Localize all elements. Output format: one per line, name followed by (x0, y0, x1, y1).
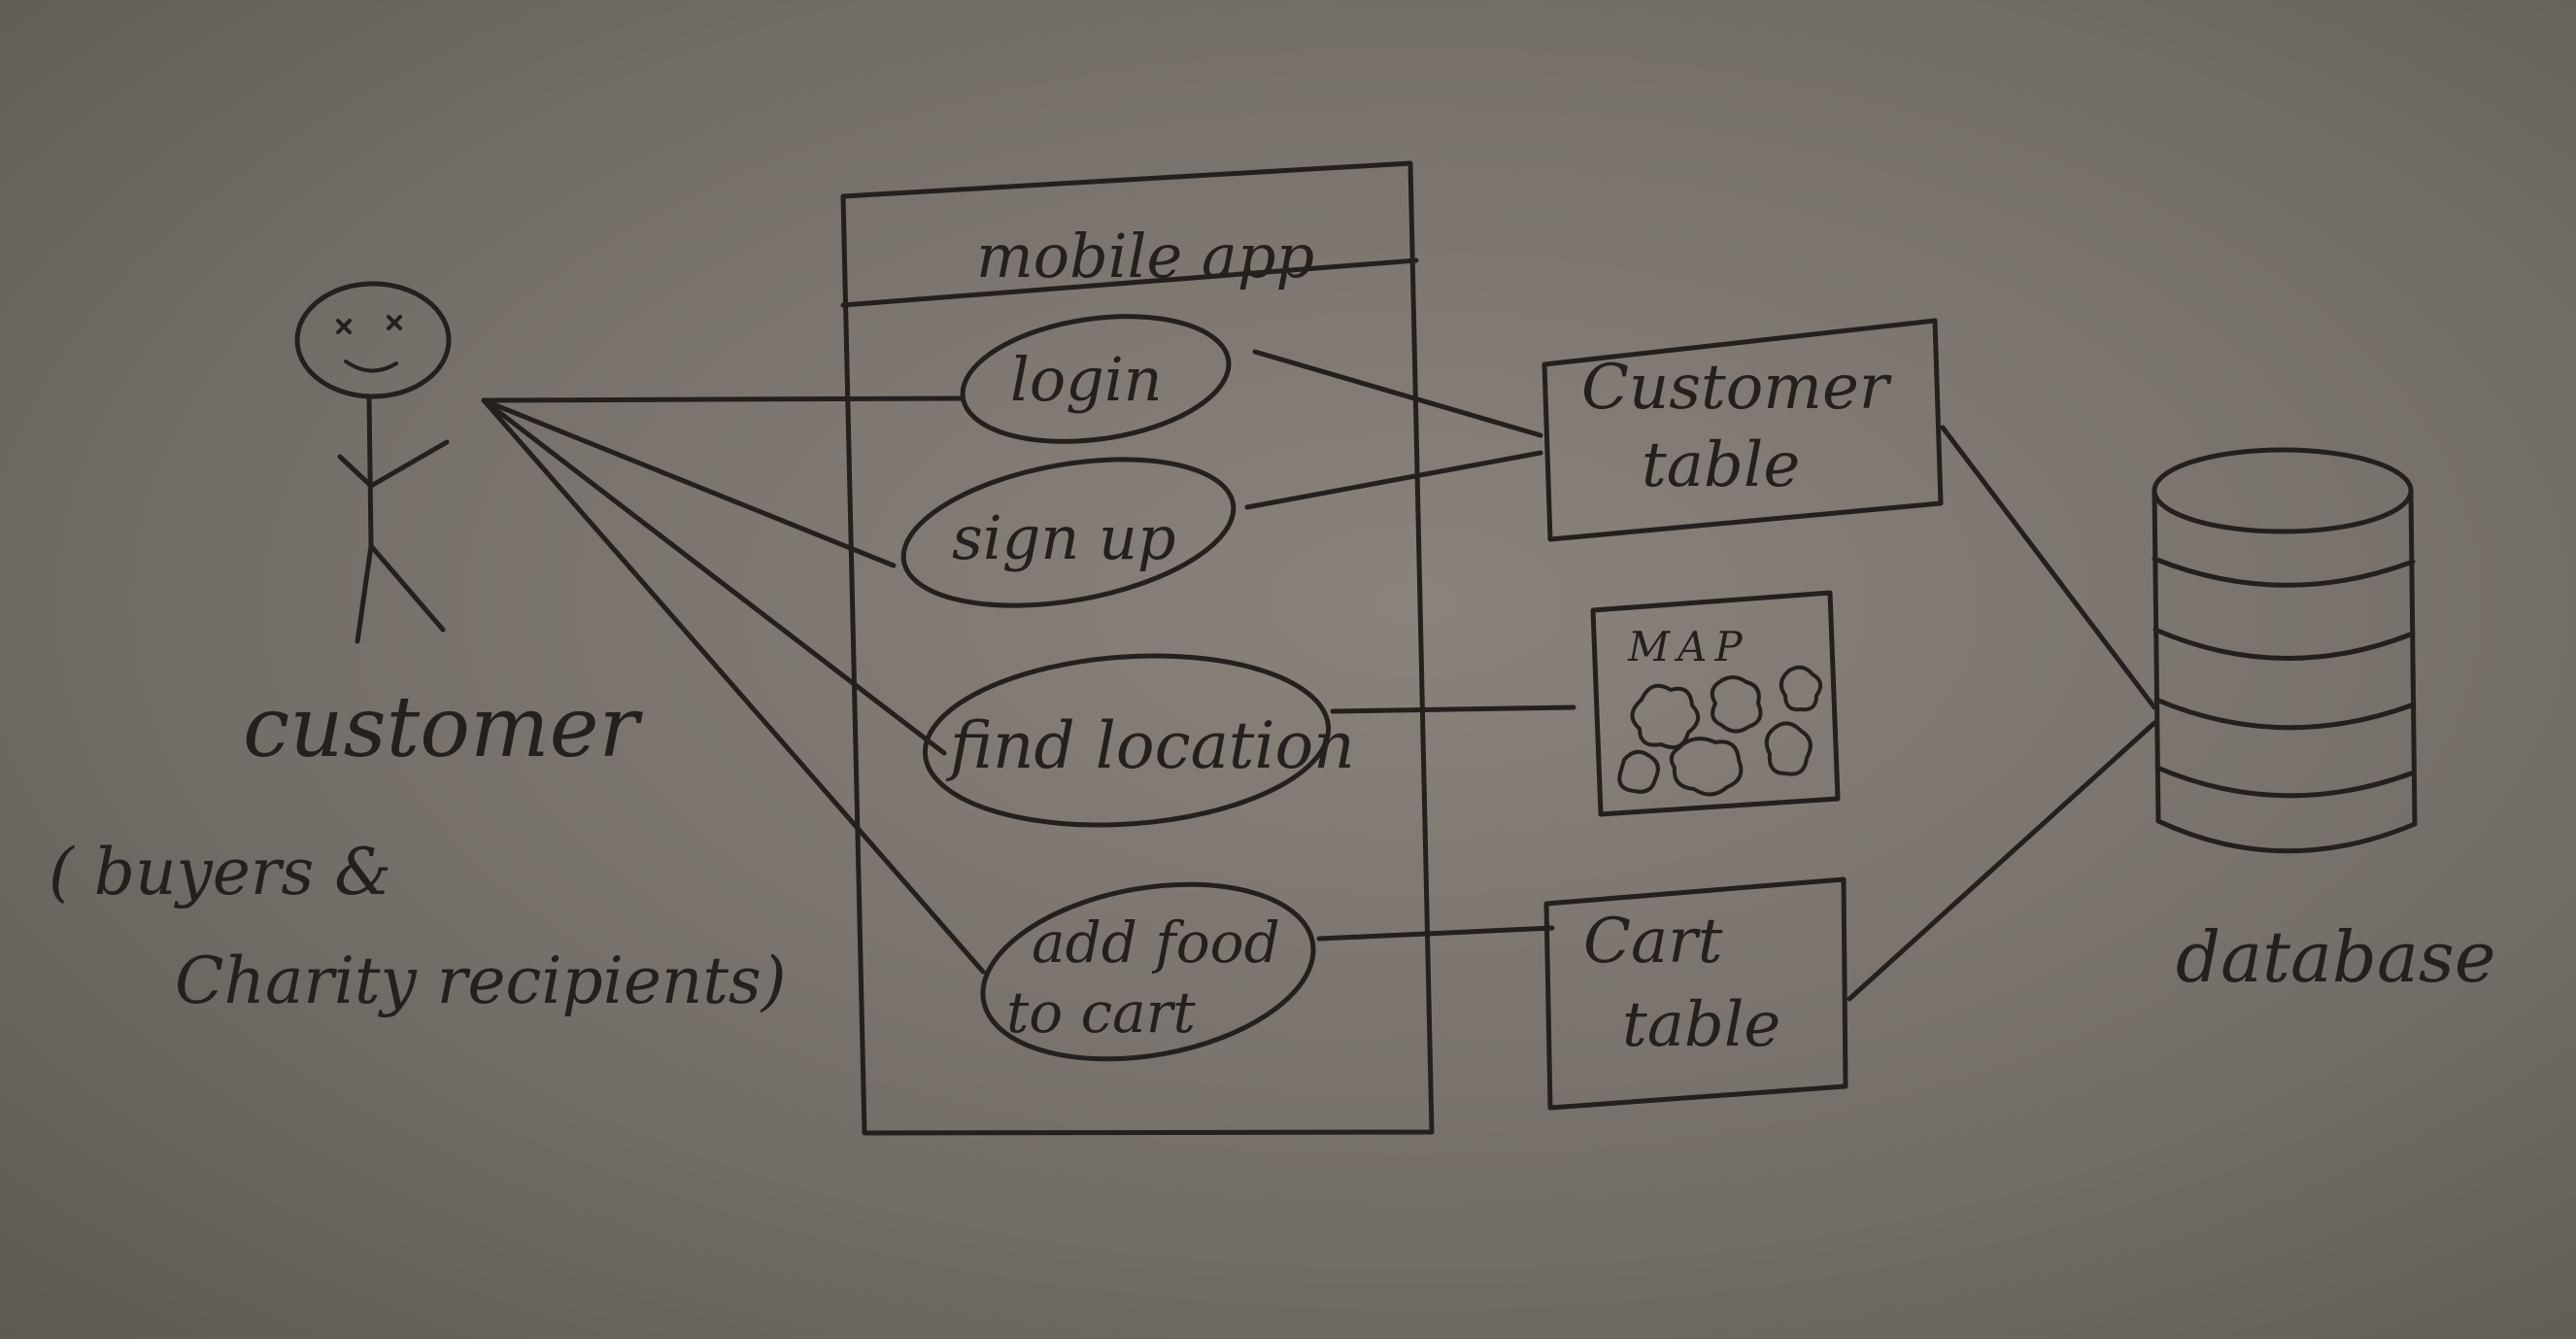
customer-table: Customer table (1542, 318, 1944, 542)
customer-actor (294, 281, 452, 644)
actor-eyes (336, 315, 402, 334)
assoc-find-location (481, 397, 947, 756)
map-box: MAP (1590, 590, 1841, 817)
assoc-login (481, 395, 965, 403)
add-food-to-cart-table (1316, 925, 1555, 942)
database-top (2152, 447, 2414, 534)
use-case-find-location: find location (922, 653, 1355, 828)
actor-name: customer (243, 679, 643, 776)
actor-head (294, 281, 452, 399)
system-box (840, 160, 1435, 1136)
actor-arms (337, 439, 450, 489)
use-case-login-label: login (1010, 344, 1163, 415)
database-ring-2 (2152, 627, 2416, 662)
database-label: database (2176, 916, 2495, 998)
database-body (2152, 488, 2418, 854)
database-cylinder (2152, 447, 2418, 854)
actor-mouth (344, 360, 398, 373)
map-title: MAP (1627, 623, 1750, 670)
find-location-to-map (1330, 704, 1576, 714)
cart-table-box (1543, 876, 1848, 1111)
database-ring-4 (2154, 765, 2417, 799)
database-ring-1 (2152, 556, 2416, 588)
cart-table-line2: table (1622, 989, 1780, 1061)
use-case-find-location-label: find location (945, 708, 1355, 783)
database-ring-3 (2153, 697, 2417, 731)
customer-table-box (1542, 318, 1944, 542)
use-case-sign-up: sign up (900, 457, 1237, 608)
use-case-add-food-label1: add food (1032, 910, 1280, 976)
table-connections (1244, 349, 1576, 942)
customer-table-line2: table (1642, 429, 1800, 501)
database-to-cart-table (1847, 720, 2157, 1002)
customer-table-to-database (1940, 425, 2157, 710)
assoc-add-food (481, 397, 986, 975)
use-case-add-food-ellipse (980, 881, 1316, 1062)
map-frame (1590, 590, 1841, 817)
login-to-customer-table (1252, 349, 1543, 438)
actor-associations (481, 395, 986, 975)
cart-table-line1: Cart (1583, 906, 1723, 978)
database-connections (1847, 425, 2157, 1002)
actor-note-line2: Charity recipients) (175, 944, 787, 1018)
map-blobs (1617, 665, 1823, 797)
use-case-find-location-ellipse (922, 653, 1332, 828)
system-boundary (840, 160, 1435, 1136)
sign-up-to-customer-table (1244, 450, 1543, 510)
use-case-login-ellipse (960, 314, 1232, 444)
system-title: mobile app (976, 221, 1314, 292)
system-title-divider (840, 258, 1419, 308)
actor-body (366, 394, 374, 549)
cart-table: Cart table (1543, 876, 1848, 1111)
use-case-sign-up-ellipse (900, 457, 1237, 608)
actor-legs (355, 543, 446, 644)
use-case-sign-up-label: sign up (952, 502, 1176, 573)
customer-table-line1: Customer (1581, 352, 1892, 424)
use-case-add-food: add food to cart (980, 881, 1316, 1062)
use-case-login: login (960, 314, 1232, 444)
assoc-sign-up (481, 397, 897, 568)
use-case-add-food-label2: to cart (1006, 979, 1196, 1046)
actor-note-line1: ( buyers & (49, 835, 391, 910)
